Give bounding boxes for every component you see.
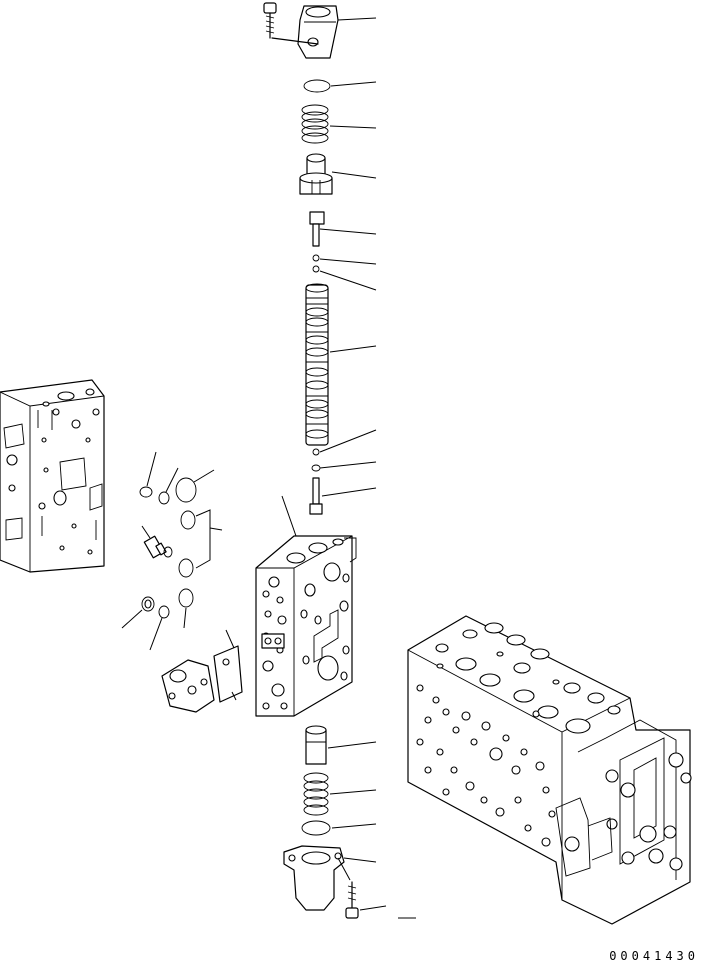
drawing-number: 00041430 bbox=[609, 949, 699, 963]
valve-cap-bottom bbox=[283, 845, 345, 911]
left-end-block bbox=[0, 379, 105, 573]
valve-section-body bbox=[255, 535, 357, 717]
spring-retainer-top bbox=[299, 153, 333, 195]
spring-retainer-bottom bbox=[305, 725, 327, 765]
assembled-end-cap bbox=[555, 719, 692, 880]
assembled-front-holes bbox=[416, 684, 556, 847]
small-ring-b bbox=[312, 265, 320, 273]
stopper-pin-top bbox=[309, 211, 325, 247]
pilot-cover bbox=[161, 659, 215, 713]
pilot-gasket bbox=[213, 645, 243, 703]
small-ring-a bbox=[312, 254, 320, 262]
spring-bottom bbox=[303, 772, 329, 816]
left-small-parts bbox=[121, 451, 223, 651]
o-ring-bottom bbox=[301, 820, 331, 836]
small-ring-c bbox=[312, 448, 320, 456]
check-valve-pin bbox=[143, 535, 167, 559]
valve-cap bbox=[271, 5, 339, 59]
o-ring-top bbox=[303, 79, 331, 93]
spool bbox=[305, 283, 329, 446]
assembled-control-valve bbox=[407, 615, 692, 925]
small-ring-d bbox=[311, 464, 321, 472]
spring-top bbox=[301, 104, 329, 144]
top-cap-assembly bbox=[263, 2, 377, 291]
stopper-pin-bottom bbox=[309, 477, 323, 515]
bolt-bottom bbox=[345, 881, 359, 919]
bolt-top bbox=[263, 2, 277, 39]
body-front-holes bbox=[262, 576, 288, 710]
body-side-holes bbox=[300, 562, 350, 681]
assembled-top-bores bbox=[435, 622, 621, 734]
bottom-cap-assembly bbox=[283, 725, 416, 919]
